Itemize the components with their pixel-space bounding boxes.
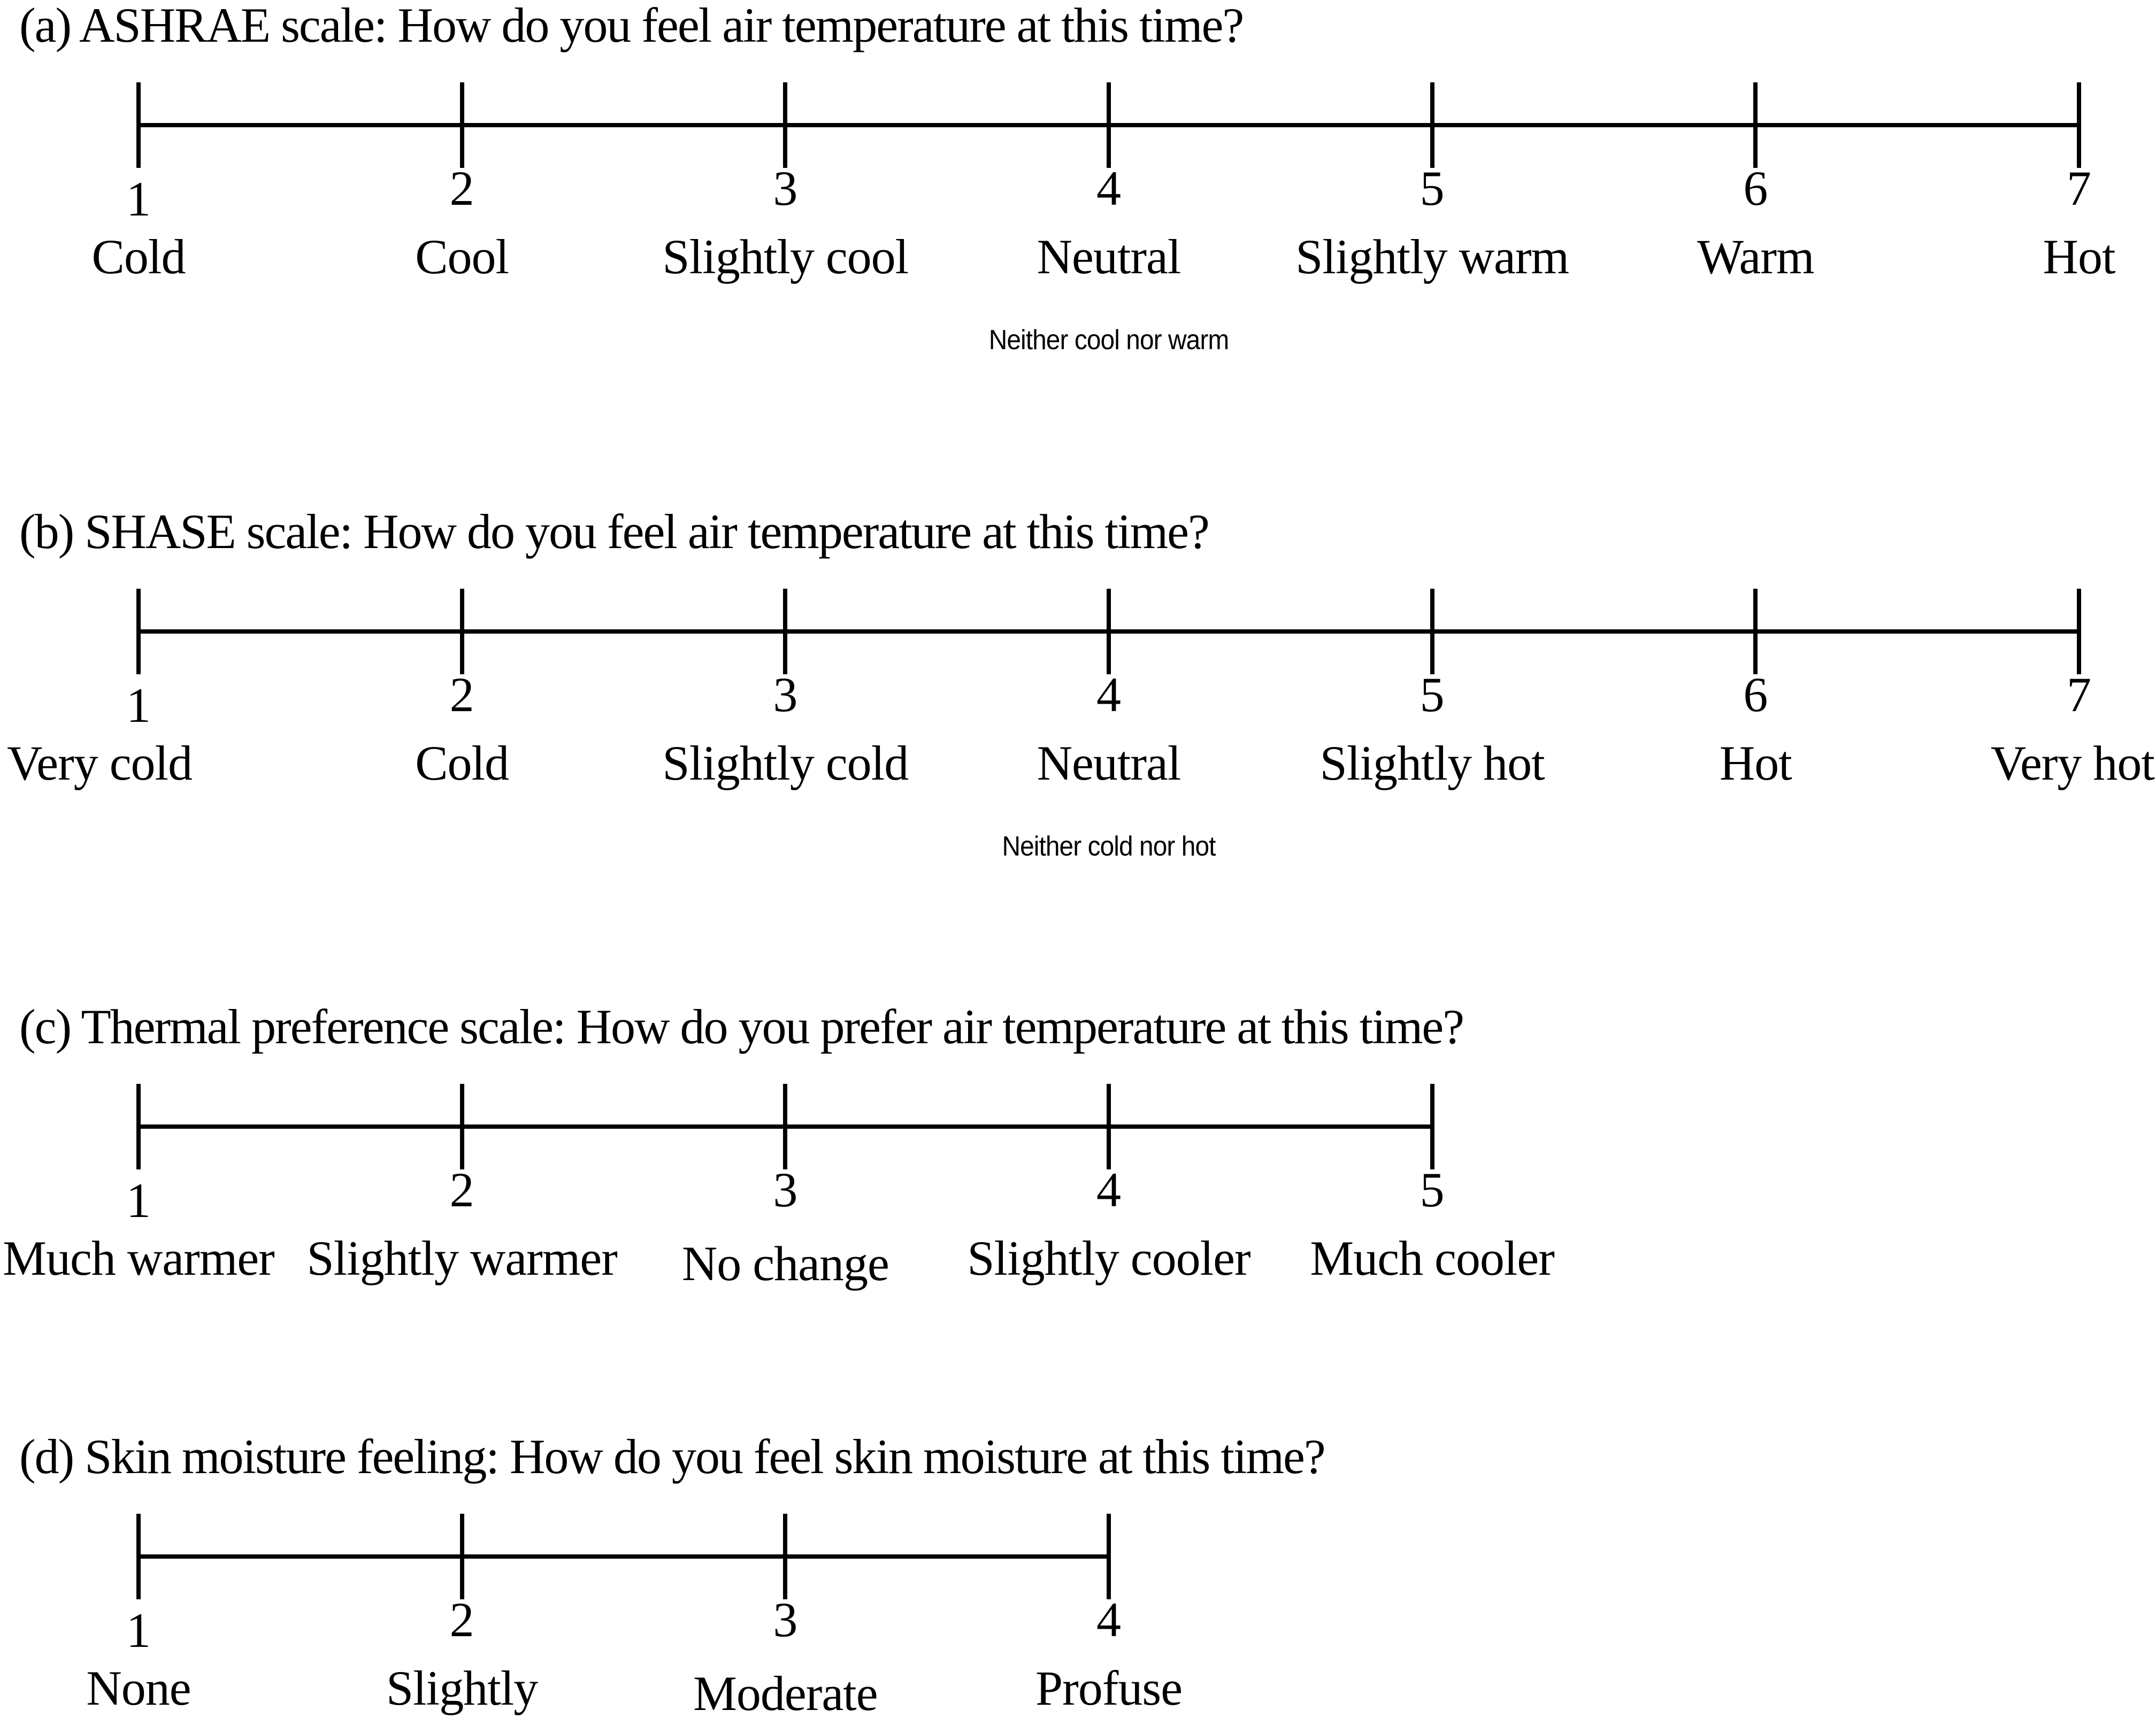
point-label: Slightly cool bbox=[662, 229, 909, 284]
scale-b-title: (b) SHASE scale: How do you feel air tem… bbox=[19, 504, 1210, 559]
point-number: 5 bbox=[1420, 161, 1445, 215]
point-label: Slightly cooler bbox=[967, 1231, 1250, 1285]
point-label: Cold bbox=[91, 229, 186, 284]
point-label: Slightly bbox=[386, 1661, 538, 1715]
point-label: None bbox=[86, 1661, 191, 1715]
point-number: 4 bbox=[1096, 1592, 1121, 1647]
point-label: Neutral bbox=[1037, 229, 1181, 284]
point-label: Profuse bbox=[1035, 1661, 1183, 1715]
point-number: 1 bbox=[126, 678, 151, 733]
tick-mark bbox=[1107, 589, 1111, 674]
tick-mark bbox=[459, 82, 464, 168]
point-number: 5 bbox=[1420, 667, 1445, 722]
tick-mark bbox=[783, 589, 788, 674]
point-number: 6 bbox=[1743, 161, 1768, 215]
point-number: 4 bbox=[1096, 667, 1121, 722]
point-label: Slightly warmer bbox=[306, 1231, 617, 1285]
scale-d-title: (d) Skin moisture feeling: How do you fe… bbox=[19, 1429, 1326, 1484]
tick-mark bbox=[136, 1084, 141, 1169]
tick-mark bbox=[136, 1514, 141, 1599]
point-label: Cool bbox=[415, 229, 509, 284]
tick-mark bbox=[783, 1514, 788, 1599]
tick-mark bbox=[1107, 82, 1111, 168]
point-number: 2 bbox=[449, 1592, 474, 1647]
point-number: 5 bbox=[1420, 1162, 1445, 1217]
point-label: Slightly warm bbox=[1295, 229, 1569, 284]
point-label: Hot bbox=[1719, 736, 1792, 790]
point-label: Slightly hot bbox=[1319, 736, 1545, 790]
point-note: Neither cold nor hot bbox=[1002, 831, 1216, 862]
point-label: No change bbox=[681, 1236, 889, 1291]
point-number: 6 bbox=[1743, 667, 1768, 722]
tick-mark bbox=[1430, 82, 1434, 168]
tick-mark bbox=[1430, 589, 1434, 674]
point-label: Much cooler bbox=[1310, 1231, 1555, 1285]
tick-mark bbox=[2077, 589, 2081, 674]
point-number: 2 bbox=[449, 161, 474, 215]
point-label: Moderate bbox=[693, 1666, 878, 1718]
point-label: Very cold bbox=[7, 736, 193, 790]
point-number: 2 bbox=[449, 1162, 474, 1217]
scale-c-title: (c) Thermal preference scale: How do you… bbox=[19, 999, 1464, 1054]
point-number: 3 bbox=[773, 161, 798, 215]
scale-a-title: (a) ASHRAE scale: How do you feel air te… bbox=[19, 0, 1244, 52]
point-note: Neither cool nor warm bbox=[988, 325, 1230, 356]
point-number: 1 bbox=[126, 1173, 151, 1228]
point-label: Hot bbox=[2043, 229, 2116, 284]
point-label: Warm bbox=[1697, 229, 1814, 284]
scale-d-axis-line bbox=[136, 1554, 1111, 1559]
tick-mark bbox=[459, 589, 464, 674]
point-number: 7 bbox=[2067, 161, 2091, 215]
point-label: Cold bbox=[415, 736, 509, 790]
tick-mark bbox=[1107, 1084, 1111, 1169]
tick-mark bbox=[783, 1084, 788, 1169]
tick-mark bbox=[136, 589, 141, 674]
tick-mark bbox=[459, 1514, 464, 1599]
point-label: Neutral bbox=[1037, 736, 1181, 790]
point-number: 3 bbox=[773, 1162, 798, 1217]
point-label: Very hot bbox=[1990, 736, 2155, 790]
tick-mark bbox=[459, 1084, 464, 1169]
point-number: 3 bbox=[773, 1592, 798, 1647]
point-label: Slightly cold bbox=[662, 736, 909, 790]
tick-mark bbox=[783, 82, 788, 168]
point-number: 1 bbox=[126, 172, 151, 226]
point-number: 3 bbox=[773, 667, 798, 722]
tick-mark bbox=[1430, 1084, 1434, 1169]
point-number: 7 bbox=[2067, 667, 2091, 722]
tick-mark bbox=[1753, 589, 1758, 674]
point-number: 4 bbox=[1096, 161, 1121, 215]
tick-mark bbox=[136, 82, 141, 168]
point-number: 1 bbox=[126, 1603, 151, 1658]
tick-mark bbox=[1107, 1514, 1111, 1599]
point-label: Much warmer bbox=[3, 1231, 275, 1285]
point-number: 4 bbox=[1096, 1162, 1121, 1217]
tick-mark bbox=[2077, 82, 2081, 168]
point-number: 2 bbox=[449, 667, 474, 722]
tick-mark bbox=[1753, 82, 1758, 168]
